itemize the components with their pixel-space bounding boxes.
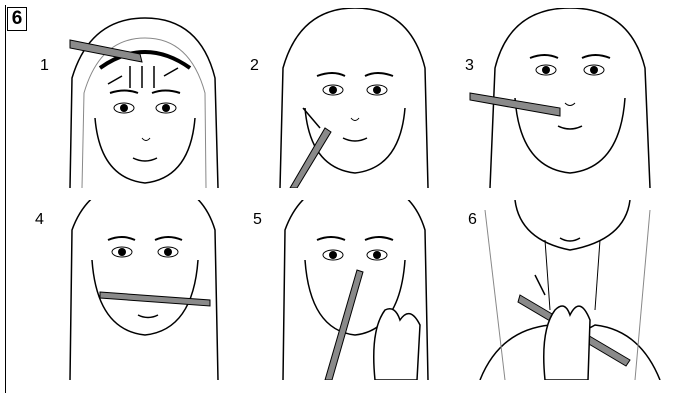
face-trimmer-icon (70, 40, 142, 62)
face-illustration-6 (460, 200, 670, 380)
step-panel-6: 6 (460, 200, 670, 380)
face-trimmer-icon (470, 93, 560, 116)
direction-arrow-icon (108, 66, 178, 88)
direction-arrow-icon (535, 275, 545, 295)
face-illustration-4 (30, 200, 240, 380)
section-number: 6 (12, 8, 23, 30)
hand-icon (374, 309, 420, 380)
step-panel-3: 3 (460, 8, 670, 188)
face-illustration-1 (30, 8, 240, 188)
section-number-box: 6 (7, 7, 27, 31)
step-panel-5: 5 (245, 200, 455, 380)
page-margin-line (5, 5, 6, 393)
face-illustration-2 (245, 8, 455, 188)
step-panel-1: 1 (30, 8, 240, 188)
face-illustration-3 (460, 8, 670, 188)
face-illustration-5 (245, 200, 455, 380)
hand-icon (544, 306, 590, 380)
step-panel-2: 2 (245, 8, 455, 188)
face-trimmer-icon (100, 292, 210, 306)
step-panel-4: 4 (30, 200, 240, 380)
